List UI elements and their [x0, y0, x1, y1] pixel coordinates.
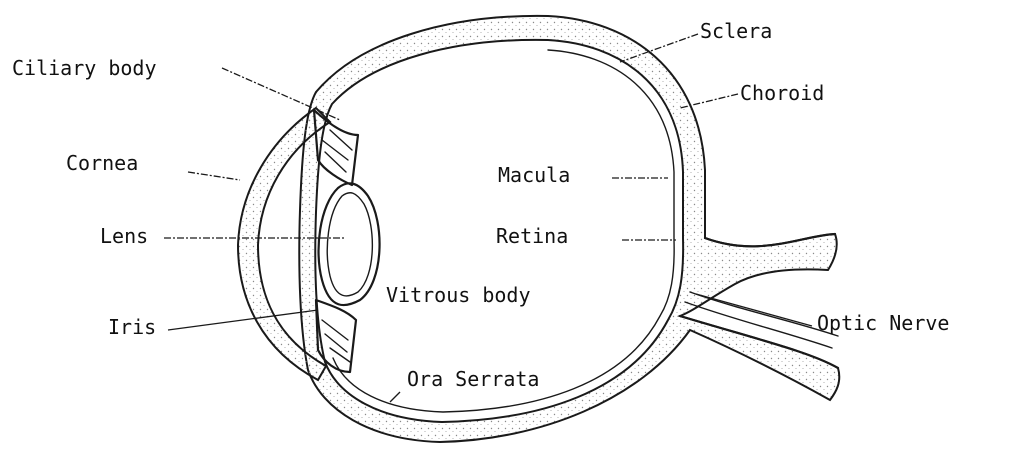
label-ora-serrata: Ora Serrata: [407, 367, 539, 391]
lens-inner: [327, 193, 372, 296]
sclera-wall: [299, 16, 839, 442]
label-vitrous-body: Vitrous body: [386, 283, 531, 307]
label-retina: Retina: [496, 224, 568, 248]
leader-cornea: [188, 172, 240, 180]
leader-optic-nerve: [696, 294, 812, 326]
label-cornea: Cornea: [66, 151, 138, 175]
label-optic-nerve: Optic Nerve: [817, 311, 949, 335]
label-iris: Iris: [108, 315, 156, 339]
label-lens: Lens: [100, 224, 148, 248]
label-ciliary-body: Ciliary body: [12, 56, 157, 80]
leader-iris: [168, 310, 318, 330]
label-macula: Macula: [498, 163, 570, 187]
leader-ora-serrata: [390, 392, 400, 402]
label-sclera: Sclera: [700, 19, 772, 43]
label-choroid: Choroid: [740, 81, 824, 105]
